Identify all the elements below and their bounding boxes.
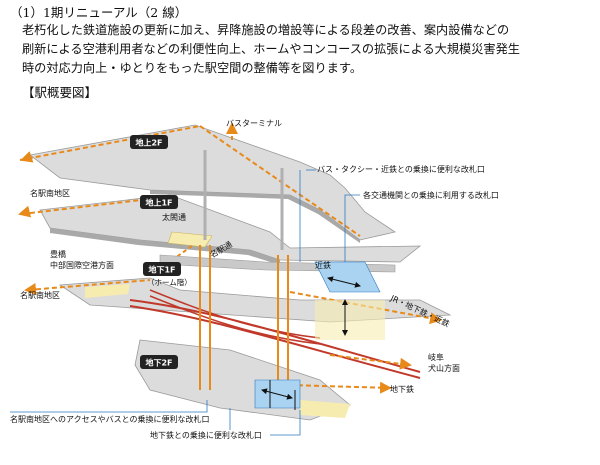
- label-ticket-transit: 各交通機関との乗換に利用する改札口: [363, 190, 499, 200]
- label-gifu: 岐阜: [428, 352, 444, 362]
- label-kintetsu: 近鉄: [315, 260, 331, 270]
- label-toyohashi: 豊橋: [50, 249, 66, 259]
- section-heading: （1）1期リニューアル（2 線）: [10, 5, 188, 20]
- tag-1f-text: 地上1F: [145, 198, 172, 208]
- floor-2f: [19, 122, 396, 243]
- tag-2f: 地上2F: [130, 135, 168, 149]
- tag-2f-text: 地上2F: [135, 138, 162, 148]
- highlight-zone: [315, 300, 385, 340]
- railway-tracks: [129, 289, 421, 379]
- para-line-3: 時の対応力向上・ゆとりをもった駅空間の整備等を図ります。: [22, 61, 363, 75]
- label-home-floor: （ホーム階）: [147, 277, 192, 287]
- description-paragraph: 老朽化した鉄道施設の更新に加え、昇降施設の増設等による段差の改善、案内設備などの…: [22, 21, 594, 78]
- label-chubu-airport: 中部国際空港方面: [50, 260, 114, 270]
- label-subway: 地下鉄: [390, 384, 414, 394]
- label-bus-terminal: バスターミナル: [226, 119, 282, 128]
- label-meieki-south-1: 名駅南地区: [30, 188, 70, 198]
- tag-b2f-text: 地下2F: [145, 358, 172, 368]
- tag-b1f-text: 地下1F: [148, 265, 175, 275]
- label-ticket-bus-taxi: バス・タクシー・近鉄との乗換に便利な改札口: [317, 164, 485, 174]
- label-taikodori: 太閤通: [162, 212, 186, 222]
- tag-b1f: 地下1F: [143, 262, 181, 276]
- tag-b2f: 地下2F: [140, 355, 178, 369]
- label-inuyama: 犬山方面: [428, 363, 460, 373]
- callout-lines: [10, 169, 360, 436]
- diagram-subhead: 【駅概要図】: [22, 85, 98, 100]
- label-ticket-meieki-south: 名駅南地区へのアクセスやバスとの乗換に便利な改札口: [10, 414, 210, 424]
- ticket-gate-boxes: [254, 261, 381, 410]
- para-line-1: 老朽化した鉄道施設の更新に加え、昇降施設の増設等による段差の改善、案内設備などの: [22, 23, 510, 37]
- para-line-2: 刷新による空港利用者などの利便性向上、ホームやコンコースの拡張による大規模災害発…: [22, 42, 520, 56]
- vertical-shafts: [199, 150, 289, 400]
- label-meieki-south-2: 名駅南地区: [20, 290, 60, 300]
- label-ticket-subway: 地下鉄との乗換に便利な改札口: [150, 430, 262, 440]
- tag-1f: 地上1F: [140, 195, 178, 209]
